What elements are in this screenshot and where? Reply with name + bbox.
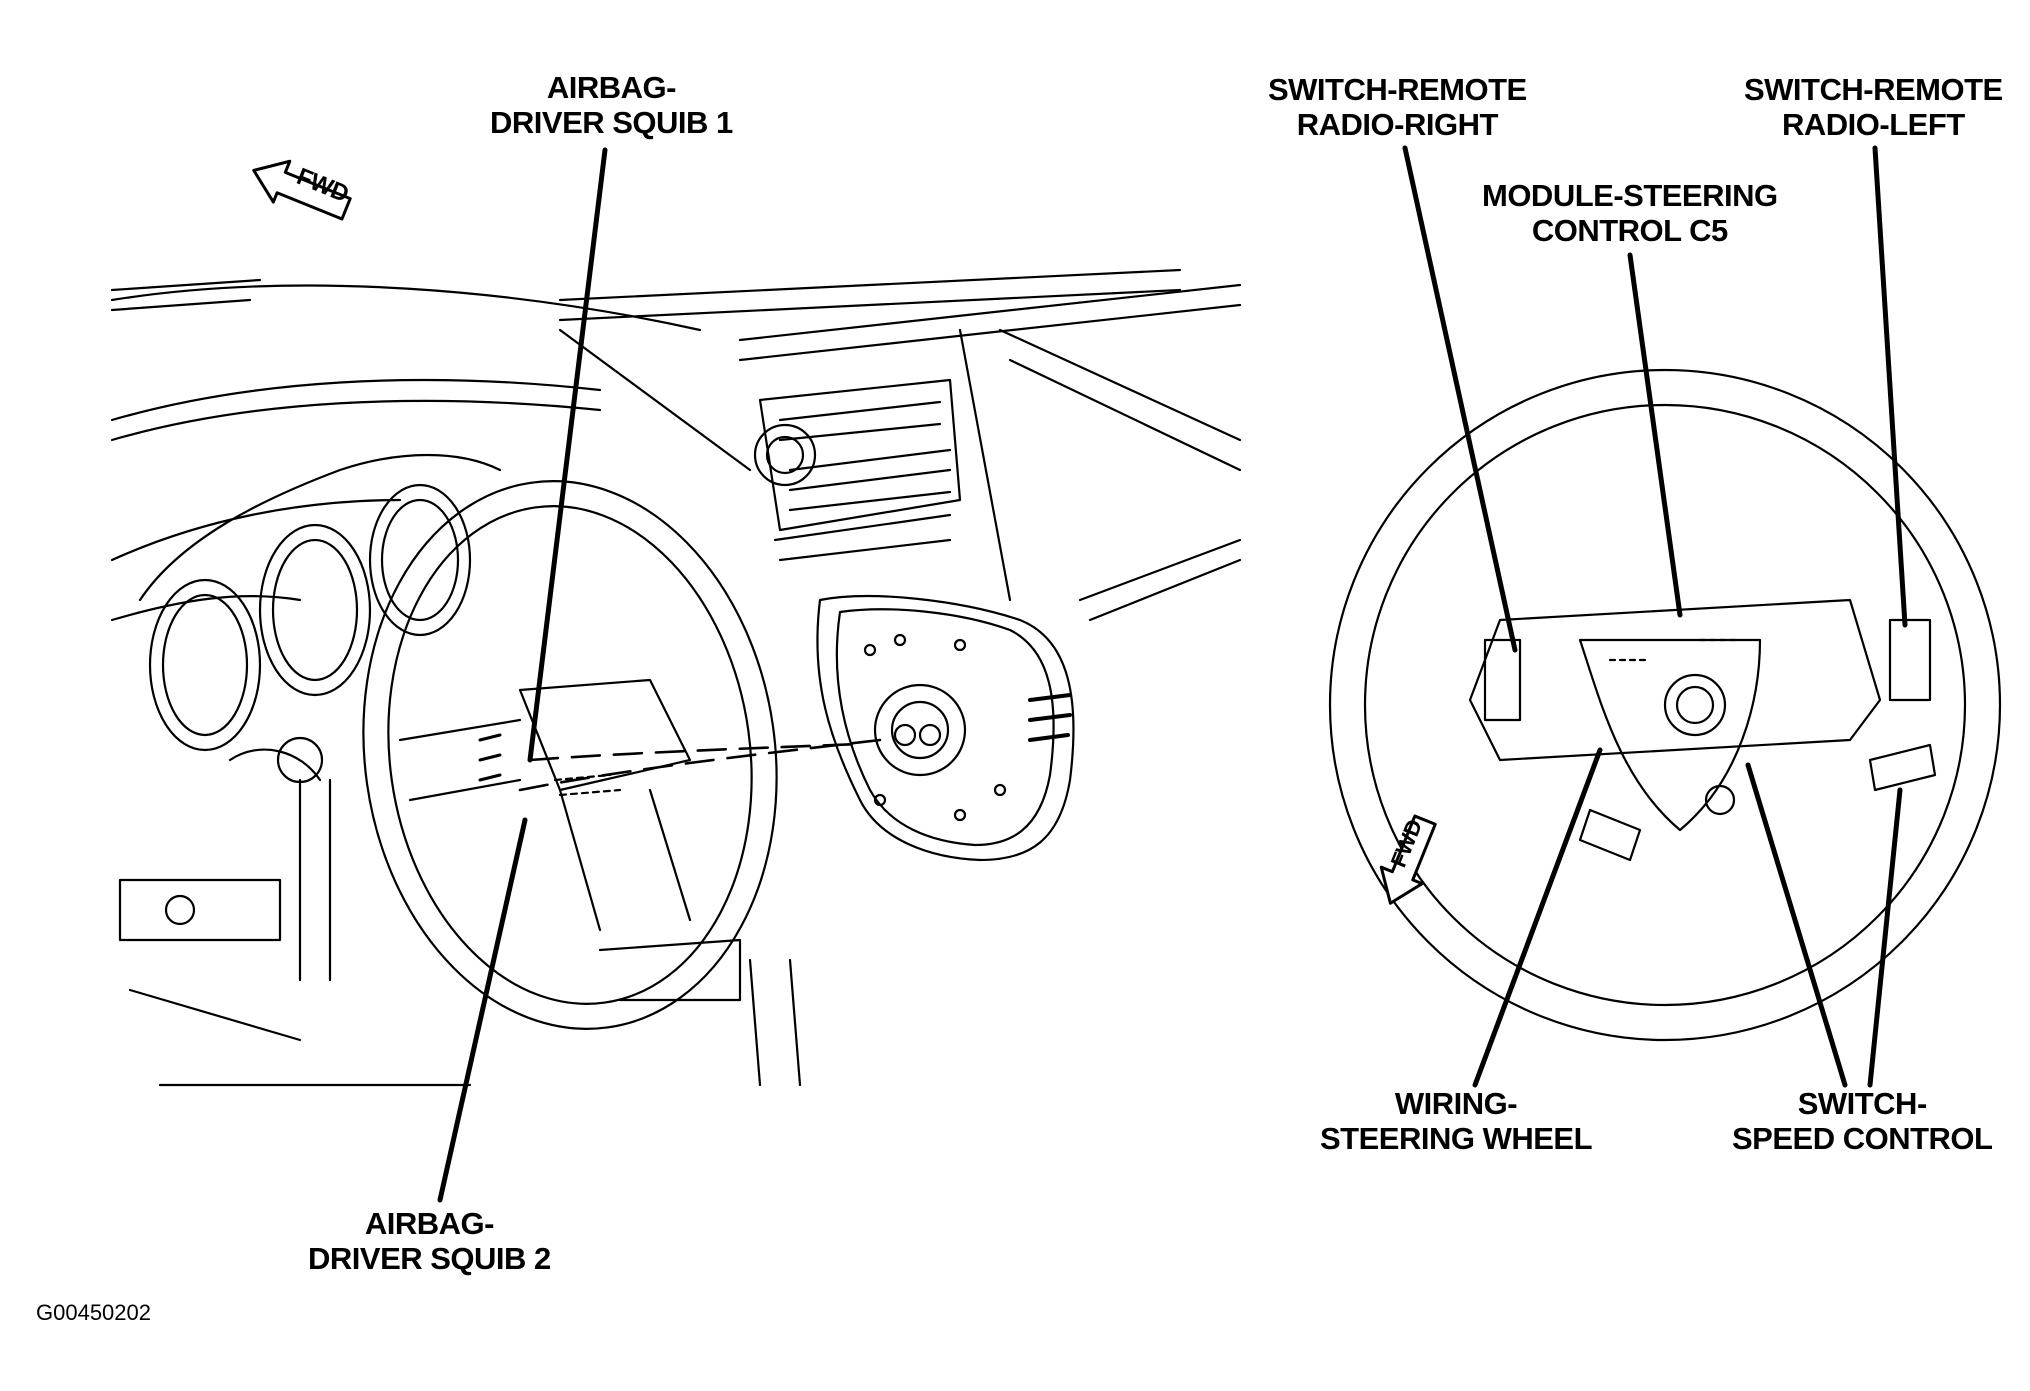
callout-line: CONTROL C5 <box>1531 213 1728 248</box>
callout-airbag-squib-1: AIRBAG- DRIVER SQUIB 1 <box>490 70 733 140</box>
callout-wiring-steering-wheel: WIRING- STEERING WHEEL <box>1320 1086 1593 1156</box>
callout-line: AIRBAG- <box>364 1206 495 1241</box>
leader-line-squib-1 <box>527 147 608 763</box>
callout-line: AIRBAG- <box>546 70 677 105</box>
callout-airbag-squib-2: AIRBAG- DRIVER SQUIB 2 <box>308 1206 551 1276</box>
fwd-arrow-icon <box>252 159 352 221</box>
callout-line: DRIVER SQUIB 2 <box>308 1241 551 1276</box>
leader-line-radio-left <box>1872 145 1908 628</box>
figure-id: G00450202 <box>36 1300 151 1325</box>
callout-line: WIRING- <box>1394 1086 1518 1121</box>
callout-switch-radio-right: SWITCH-REMOTE RADIO-RIGHT <box>1268 72 1527 142</box>
callout-line: MODULE-STEERING <box>1482 178 1778 213</box>
callout-module-steering: MODULE-STEERING CONTROL C5 <box>1482 178 1778 248</box>
steering-wheel-rear-illustration <box>1328 368 2002 1042</box>
callout-line: SWITCH-REMOTE <box>1268 72 1527 107</box>
callout-line: RADIO-RIGHT <box>1296 107 1499 142</box>
leader-line-squib-2 <box>437 817 528 1203</box>
leader-line-radio-right <box>1402 145 1518 653</box>
callout-line: SWITCH-REMOTE <box>1744 72 2003 107</box>
callout-line: STEERING WHEEL <box>1320 1121 1593 1156</box>
connector-dashed-line <box>518 738 882 792</box>
callout-line: DRIVER SQUIB 1 <box>490 105 733 140</box>
leader-line-speed-a <box>1745 762 1848 1088</box>
leader-line-speed-b <box>1867 787 1903 1088</box>
callout-switch-radio-left: SWITCH-REMOTE RADIO-LEFT <box>1744 72 2003 142</box>
leader-line-wiring <box>1472 747 1603 1088</box>
leader-line-module <box>1627 252 1683 618</box>
fwd-arrow-icon <box>1379 814 1437 905</box>
airbag-module-illustration <box>816 594 1075 862</box>
connector-dashed-line <box>528 742 862 762</box>
dashboard-illustration <box>110 268 1242 1087</box>
callout-line: SWITCH- <box>1797 1086 1928 1121</box>
callout-line: SPEED CONTROL <box>1732 1121 1993 1156</box>
callout-switch-speed-control: SWITCH- SPEED CONTROL <box>1732 1086 1993 1156</box>
callout-line: RADIO-LEFT <box>1782 107 1965 142</box>
